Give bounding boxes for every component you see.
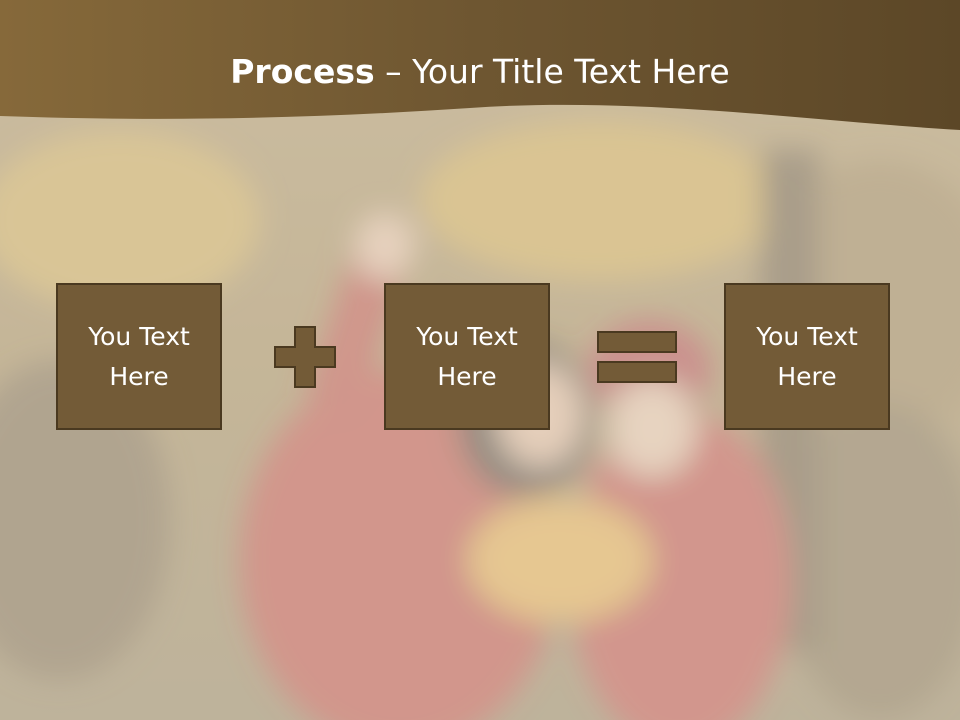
- title-rest: – Your Title Text Here: [374, 52, 730, 91]
- slide-title: Process – Your Title Text Here: [0, 52, 960, 91]
- process-box-3-text: You Text Here: [756, 321, 858, 391]
- title-bold: Process: [230, 52, 375, 91]
- process-box-3[interactable]: You Text Here: [724, 283, 890, 430]
- process-box-2[interactable]: You Text Here: [384, 283, 550, 430]
- process-box-1-text: You Text Here: [88, 321, 190, 391]
- process-box-1[interactable]: You Text Here: [56, 283, 222, 430]
- plus-icon: [274, 326, 336, 388]
- header-band: [0, 0, 960, 130]
- process-box-2-text: You Text Here: [416, 321, 518, 391]
- equals-icon: [597, 331, 677, 383]
